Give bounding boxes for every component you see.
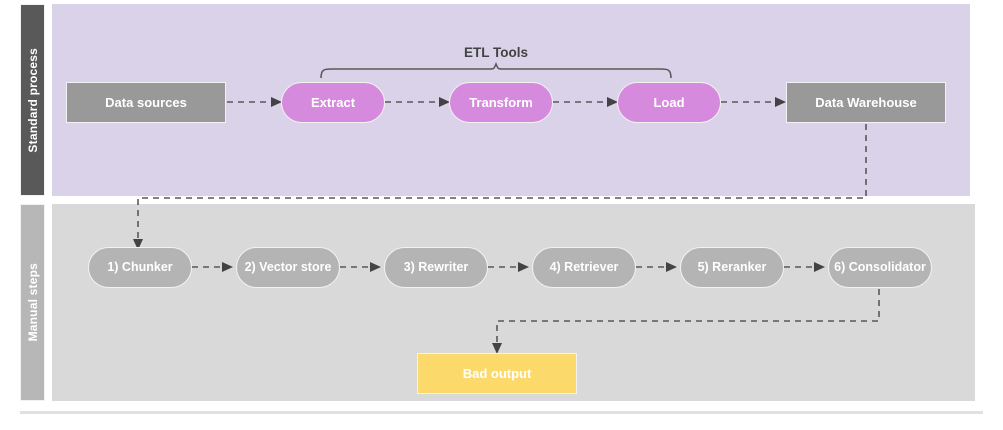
node-label: Load bbox=[653, 95, 685, 110]
node-label: Data Warehouse bbox=[815, 95, 917, 110]
node-rewriter[interactable]: 3) Rewriter bbox=[384, 247, 488, 288]
node-label: Bad output bbox=[462, 366, 532, 381]
node-retriever[interactable]: 4) Retriever bbox=[532, 247, 636, 288]
node-consolidator[interactable]: 6) Consolidator bbox=[828, 247, 932, 288]
node-label: 1) Chunker bbox=[107, 260, 173, 274]
node-label: 3) Rewriter bbox=[403, 260, 469, 274]
lane-tab-manual-steps: Manual steps bbox=[20, 204, 45, 401]
lane-tab-standard-process: Standard process bbox=[20, 4, 45, 196]
node-chunker[interactable]: 1) Chunker bbox=[88, 247, 192, 288]
node-label: 5) Reranker bbox=[697, 260, 767, 274]
node-label: 2) Vector store bbox=[244, 260, 332, 274]
node-extract[interactable]: Extract bbox=[281, 82, 385, 123]
node-data-sources[interactable]: Data sources bbox=[66, 82, 226, 123]
node-label: Transform bbox=[469, 95, 533, 110]
node-vector-store[interactable]: 2) Vector store bbox=[236, 247, 340, 288]
node-label: 6) Consolidator bbox=[834, 260, 926, 274]
node-reranker[interactable]: 5) Reranker bbox=[680, 247, 784, 288]
lane-label-manual-steps: Manual steps bbox=[25, 263, 40, 342]
node-bad-output[interactable]: Bad output bbox=[417, 353, 577, 394]
node-label: 4) Retriever bbox=[549, 260, 619, 274]
node-data-warehouse[interactable]: Data Warehouse bbox=[786, 82, 946, 123]
node-load[interactable]: Load bbox=[617, 82, 721, 123]
bottom-divider bbox=[20, 411, 983, 414]
etl-tools-label: ETL Tools bbox=[464, 45, 528, 60]
node-label: Data sources bbox=[105, 95, 187, 110]
node-label: Extract bbox=[310, 95, 356, 110]
lane-label-standard-process: Standard process bbox=[25, 47, 40, 153]
node-transform[interactable]: Transform bbox=[449, 82, 553, 123]
